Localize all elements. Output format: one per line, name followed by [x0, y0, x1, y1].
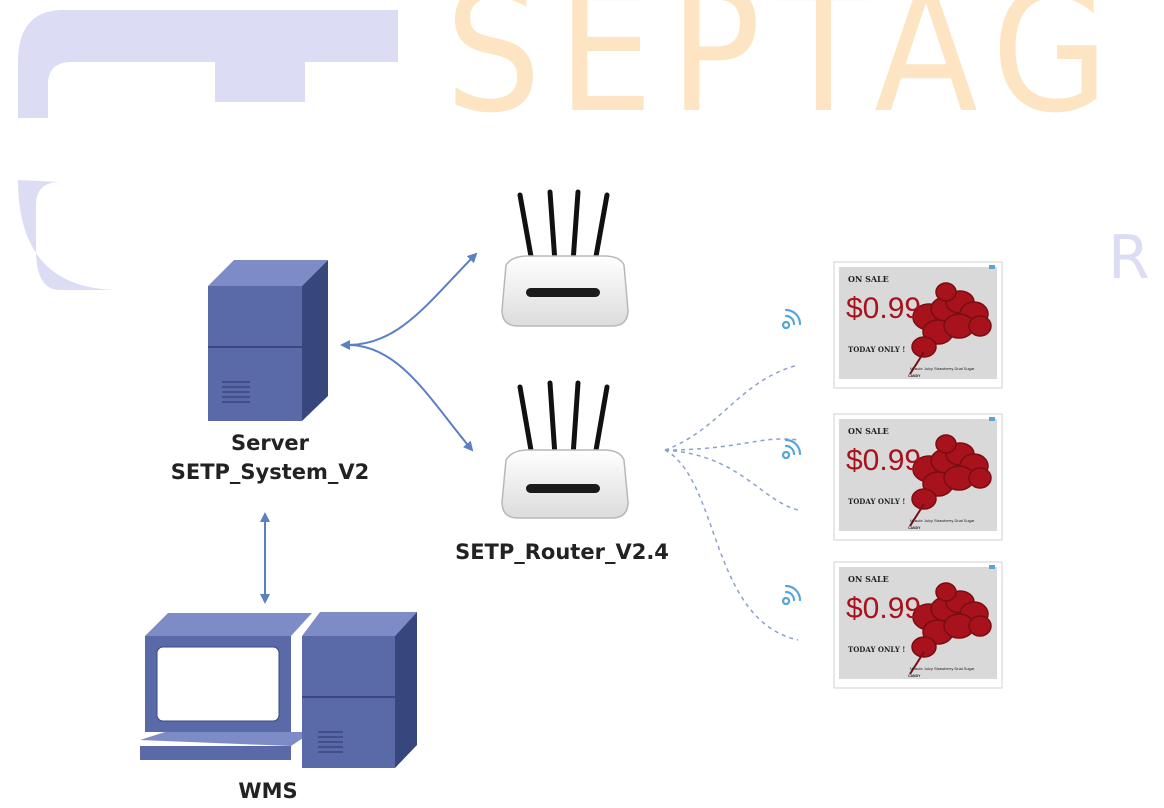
wifi-icon: [781, 584, 802, 606]
server-tower-icon: [208, 260, 328, 421]
router-icon: [501, 380, 629, 519]
watermark-word: SEPTAG: [445, 0, 1125, 151]
watermark-left-shapes: [18, 10, 398, 290]
server-node: Server SETP_System_V2: [171, 260, 370, 484]
tag-note: TODAY ONLY !: [848, 497, 905, 506]
tag-product: Muscle Juicy Strawberry Dual Sugar: [910, 518, 975, 523]
router-icon: [501, 189, 629, 327]
workstation-icon: [140, 612, 417, 768]
lollipop-image: [909, 434, 992, 527]
tag-price: $0.99: [846, 444, 921, 477]
watermark-text: SEPTAG R: [445, 0, 1150, 293]
price-tags: ON SALE $0.99 TODAY ONLY ! Muscle Juicy …: [833, 261, 1003, 689]
wifi-icon: [781, 308, 802, 330]
tag-brand: CANDY: [908, 526, 921, 530]
tag-on-sale: ON SALE: [848, 274, 889, 284]
lollipop-image: [909, 582, 992, 675]
price-tag: ON SALE $0.99 TODAY ONLY ! Muscle Juicy …: [833, 261, 1003, 389]
wifi-icons: [781, 308, 802, 606]
server-router-bottom-link: [347, 344, 474, 452]
router-bottom-node: SETP_Router_V2.4: [455, 380, 669, 564]
price-tag: ON SALE $0.99 TODAY ONLY ! Muscle Juicy …: [833, 561, 1003, 689]
tag-on-sale: ON SALE: [848, 574, 889, 584]
tag-brand: CANDY: [908, 374, 921, 378]
router-top-node: [501, 189, 629, 327]
tag-brand: CANDY: [908, 674, 921, 678]
tag-on-sale: ON SALE: [848, 426, 889, 436]
tag-note: TODAY ONLY !: [848, 345, 905, 354]
server-router-top-link: [340, 252, 478, 350]
watermark-logo: SEPTAG R: [18, 0, 1150, 293]
tag-product: Muscle Juicy Strawberry Dual Sugar: [910, 366, 975, 371]
price-tag: ON SALE $0.99 TODAY ONLY ! Muscle Juicy …: [833, 413, 1003, 541]
wms-label: WMS: [238, 779, 297, 803]
tag-product: Muscle Juicy Strawberry Dual Sugar: [910, 666, 975, 671]
server-system-label: SETP_System_V2: [171, 460, 370, 484]
server-label: Server: [231, 431, 310, 455]
tag-note: TODAY ONLY !: [848, 645, 905, 654]
tag-price: $0.99: [846, 292, 921, 325]
tag-price: $0.99: [846, 592, 921, 625]
watermark-letter: R: [1108, 223, 1150, 293]
wifi-icon: [781, 438, 802, 460]
wms-node: WMS: [140, 612, 417, 803]
lollipop-image: [909, 282, 992, 375]
router-label: SETP_Router_V2.4: [455, 540, 669, 564]
wireless-links: [664, 364, 799, 641]
